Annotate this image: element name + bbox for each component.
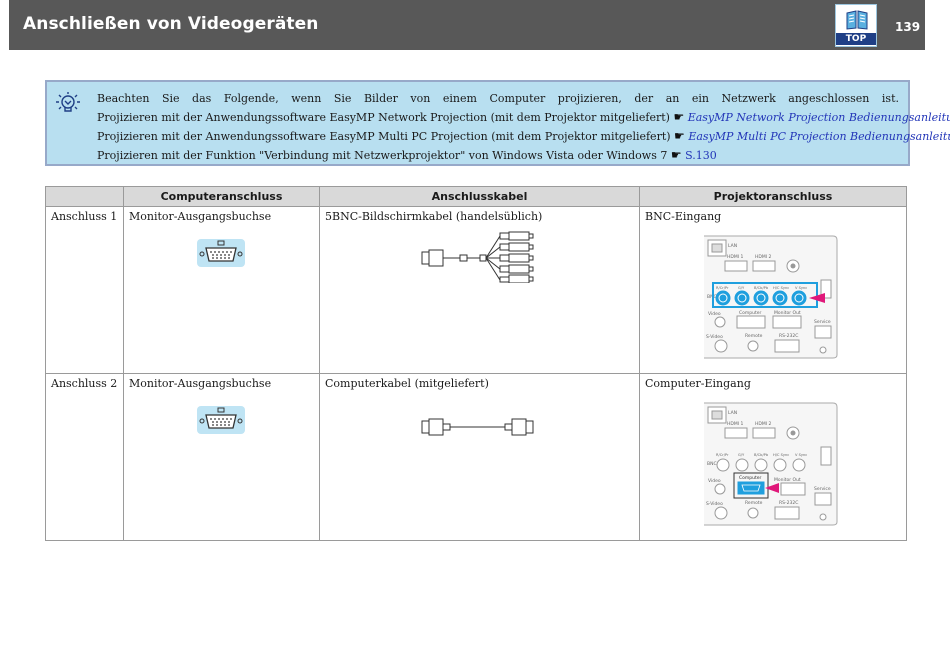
row-label: Anschluss 2 <box>51 377 118 390</box>
row-label: Anschluss 1 <box>51 210 118 223</box>
panel-lan: LAN <box>728 243 737 249</box>
panel-hdmi2: HDMI 2 <box>755 254 771 260</box>
panel-bnc-vsync: V Sync <box>795 286 807 290</box>
top-label: TOP <box>836 33 876 45</box>
projector-port-label: Computer-Eingang <box>645 377 751 390</box>
panel-bnc-r: R/Cr/Pr <box>716 453 729 457</box>
panel-svideo: S-Video <box>706 334 723 340</box>
panel-hdmi1: HDMI 1 <box>727 254 743 260</box>
bnc-cable-icon <box>421 231 534 283</box>
note-line-3-text: Projizieren mit der Anwendungssoftware E… <box>97 130 671 143</box>
panel-bnc-b: B/Cb/Pb <box>754 453 769 457</box>
panel-bnc-hsync: H/C Sync <box>773 453 789 457</box>
note-text: Beachten Sie das Folgende, wenn Sie Bild… <box>97 89 950 165</box>
projector-panel-bnc: LAN HDMI 1 HDMI 2 BNC R/Cr/Pr G/Y B/Cb/P… <box>704 235 838 359</box>
table-header-row: Computeranschluss Anschlusskabel Projekt… <box>45 186 907 207</box>
panel-bnc-g: G/Y <box>738 286 745 290</box>
panel-hdmi1: HDMI 1 <box>727 421 743 427</box>
panel-monitor-out: Monitor Out <box>774 477 801 483</box>
note-box: Beachten Sie das Folgende, wenn Sie Bild… <box>45 80 950 166</box>
panel-computer: Computer <box>739 475 762 481</box>
table-header-cable: Anschlusskabel <box>319 186 640 207</box>
page-header: Anschließen von Videogeräten TOP 139 <box>9 0 925 50</box>
computer-port-label: Monitor-Ausgangsbuchse <box>129 377 272 390</box>
panel-monitor-out: Monitor Out <box>774 310 801 316</box>
link-network-projection-manual[interactable]: EasyMP Network Projection Bedienungsanle… <box>687 111 950 124</box>
panel-service: Service <box>814 319 831 325</box>
panel-bnc-g: G/Y <box>738 453 745 457</box>
panel-rs232c: RS-232C <box>779 500 798 506</box>
note-line-2-text: Projizieren mit der Anwendungssoftware E… <box>97 111 670 124</box>
cable-label: 5BNC-Bildschirmkabel (handelsüblich) <box>325 210 543 223</box>
panel-video: Video <box>708 478 721 484</box>
table-header-blank <box>45 186 124 207</box>
panel-bnc-hsync: H/C Sync <box>773 286 789 290</box>
note-line-4-text: Projizieren mit der Funktion "Verbindung… <box>97 149 668 162</box>
link-page-130[interactable]: S.130 <box>685 149 717 162</box>
panel-service: Service <box>814 486 831 492</box>
cable-label: Computerkabel (mitgeliefert) <box>325 377 489 390</box>
panel-lan: LAN <box>728 410 737 416</box>
panel-rs232c: RS-232C <box>779 333 798 339</box>
pointing-hand-icon: ☛ <box>674 129 685 143</box>
table-row: Anschluss 1 Monitor-Ausgangsbuchse <box>45 206 907 374</box>
panel-bnc-b: B/Cb/Pb <box>754 286 769 290</box>
panel-video: Video <box>708 311 721 317</box>
panel-svideo: S-Video <box>706 501 723 507</box>
note-line-1: Beachten Sie das Folgende, wenn Sie Bild… <box>97 92 899 105</box>
page-number: 139 <box>895 20 921 34</box>
computer-port-label: Monitor-Ausgangsbuchse <box>129 210 272 223</box>
panel-bnc-vsync: V Sync <box>795 453 807 457</box>
table-row: Anschluss 2 Monitor-Ausgangsbuchse <box>45 373 907 541</box>
pointing-hand-icon: ☛ <box>673 110 685 124</box>
note-lightbulb-icon <box>56 92 80 112</box>
page-title: Anschließen von Videogeräten <box>23 14 319 34</box>
connection-table: Computeranschluss Anschlusskabel Projekt… <box>45 186 907 541</box>
panel-hdmi2: HDMI 2 <box>755 421 771 427</box>
panel-remote: Remote <box>745 333 763 339</box>
note-line-3: Projizieren mit der Anwendungssoftware E… <box>97 127 950 146</box>
projector-panel-computer: LAN HDMI 1 HDMI 2 BNC R/Cr/Pr G/Y B/Cb/P… <box>704 402 838 526</box>
monitor-port-icon <box>197 406 245 434</box>
projector-port-label: BNC-Eingang <box>645 210 722 223</box>
top-button[interactable]: TOP <box>835 4 877 47</box>
computer-cable-icon <box>421 418 534 436</box>
panel-remote: Remote <box>745 500 763 506</box>
note-line-2: Projizieren mit der Anwendungssoftware E… <box>97 108 950 127</box>
top-book-icon <box>846 10 868 30</box>
pointing-hand-icon: ☛ <box>670 148 682 162</box>
link-multi-pc-projection-manual[interactable]: EasyMP Multi PC Projection Bedienungsanl… <box>688 130 950 143</box>
panel-bnc-label: BNC <box>707 461 717 467</box>
panel-bnc-r: R/Cr/Pr <box>716 286 729 290</box>
note-line-4: Projizieren mit der Funktion "Verbindung… <box>97 146 899 165</box>
monitor-port-icon <box>197 239 245 267</box>
panel-computer: Computer <box>739 310 762 316</box>
table-header-projector: Projektoranschluss <box>639 186 907 207</box>
table-header-computer: Computeranschluss <box>123 186 320 207</box>
panel-bnc-label: BNC <box>707 294 717 300</box>
